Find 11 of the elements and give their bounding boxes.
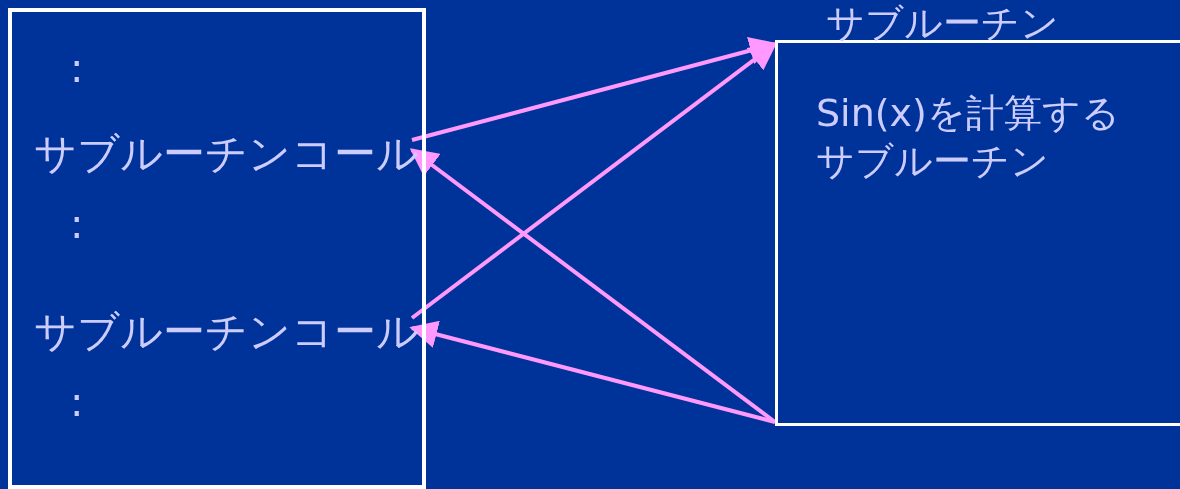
call-label: サブルーチンコール — [34, 306, 416, 358]
vertical-ellipsis: : — [70, 378, 84, 426]
arrow — [409, 320, 776, 424]
subroutine-heading: サブルーチン — [826, 0, 1059, 47]
arrow — [411, 36, 778, 142]
arrow — [410, 42, 778, 320]
vertical-ellipsis: : — [70, 44, 84, 92]
program-box — [8, 8, 426, 489]
vertical-ellipsis: : — [70, 200, 84, 248]
call-label: サブルーチンコール — [34, 128, 416, 180]
subroutine-description: Sin(x)を計算するサブルーチン — [816, 90, 1121, 185]
